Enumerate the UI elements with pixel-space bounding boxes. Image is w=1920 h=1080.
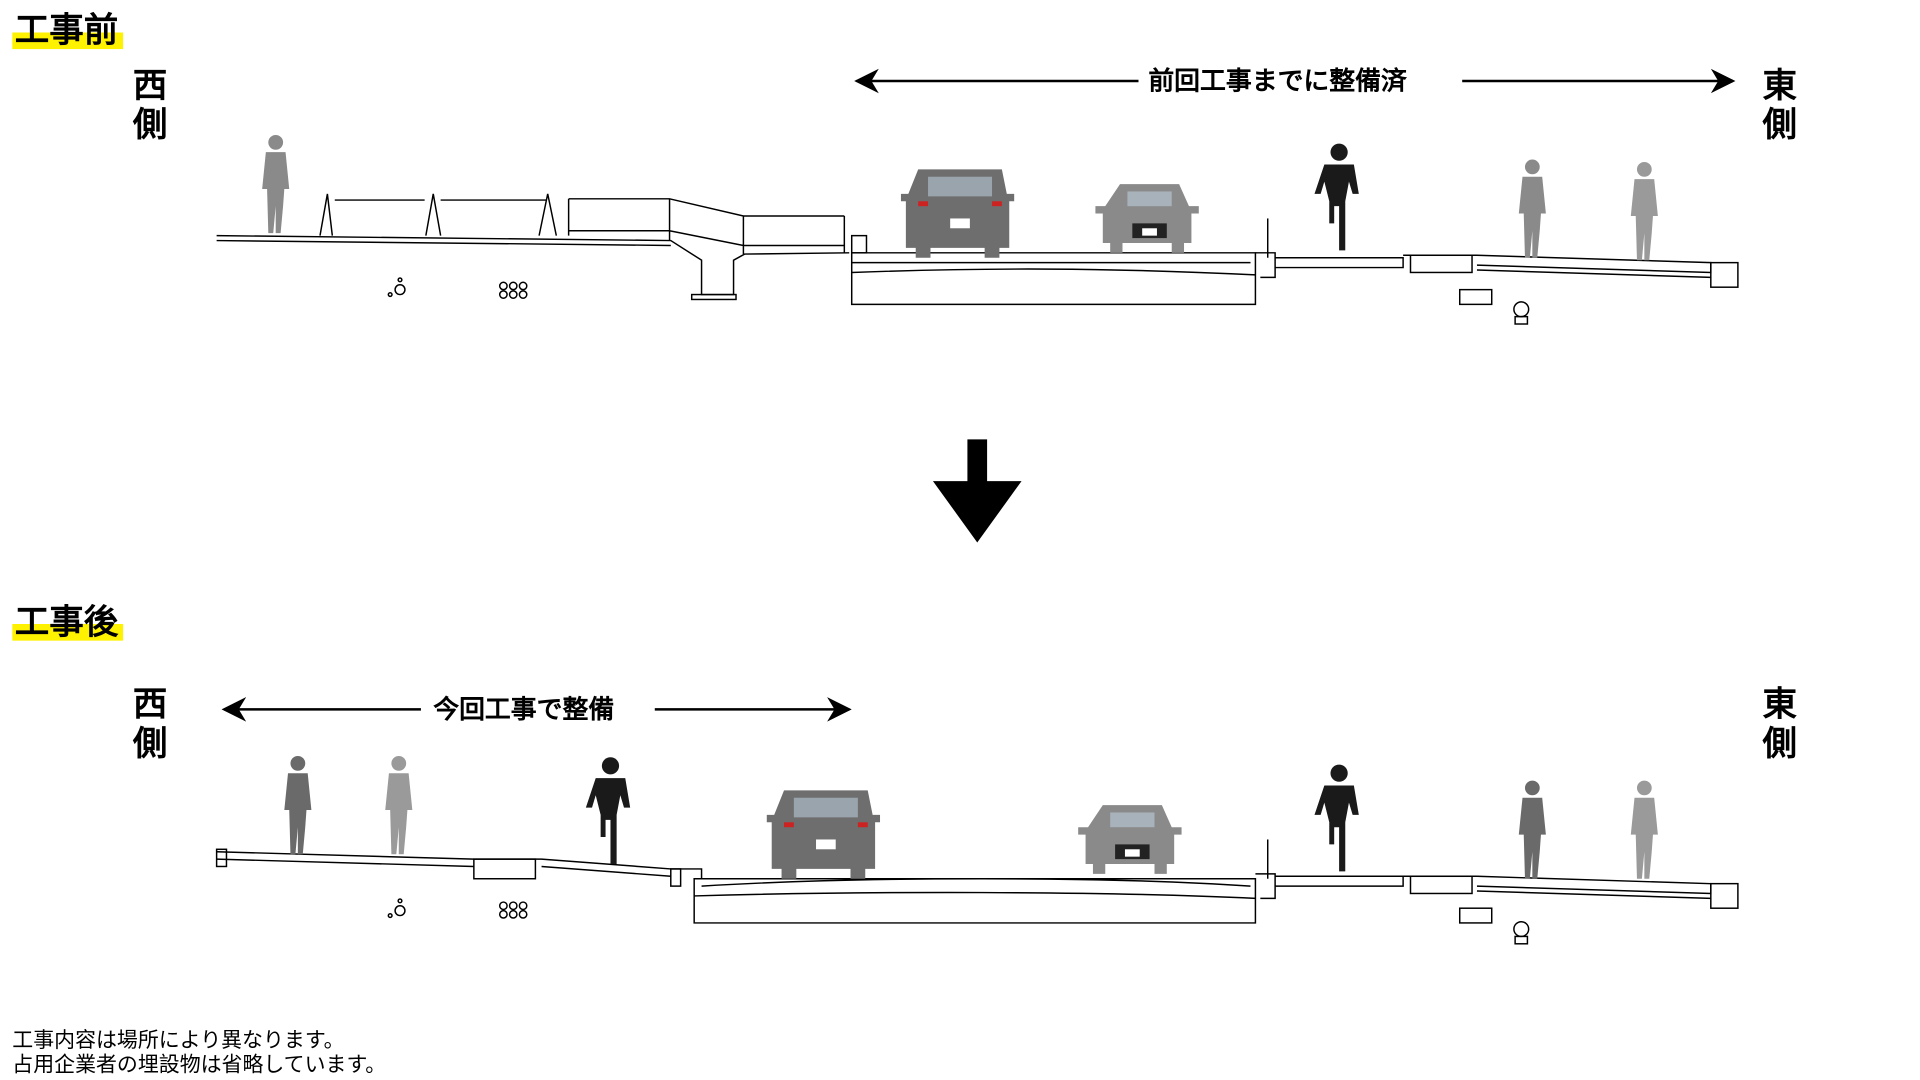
east-label-bottom: 側 xyxy=(1762,104,1797,145)
after-heading: 工事後 xyxy=(12,603,124,641)
west-label-bottom: 側 xyxy=(132,722,168,764)
footnotes: 工事内容は場所により異なります。 占用企業者の埋設物は省略しています。 xyxy=(12,1028,386,1077)
after-figures xyxy=(284,756,1658,879)
after-span-label: 今回工事で整備 xyxy=(425,694,622,725)
before-figures xyxy=(262,135,1658,261)
cyclist-icon xyxy=(1314,764,1359,872)
pedestrian-icon xyxy=(284,756,312,855)
down-arrow-icon xyxy=(932,439,1022,543)
car-icon xyxy=(766,790,881,879)
pedestrian-icon xyxy=(1630,162,1658,261)
pedestrian-icon xyxy=(1630,780,1658,879)
west-label-top: 西 xyxy=(132,683,168,725)
cyclist-icon xyxy=(1314,143,1359,251)
traffic-cones xyxy=(319,193,558,236)
east-label-bottom: 側 xyxy=(1762,722,1797,764)
pedestrian-icon xyxy=(1518,780,1546,879)
pedestrian-icon xyxy=(1518,159,1546,258)
car-icon xyxy=(1095,184,1199,253)
after-section-graphics xyxy=(215,697,1739,945)
west-label-bottom: 側 xyxy=(132,104,168,145)
before-heading: 工事前 xyxy=(12,12,124,50)
pedestrian-icon xyxy=(385,756,413,855)
west-label: 西側 xyxy=(130,683,169,764)
pedestrian-icon xyxy=(262,135,290,234)
east-label: 東側 xyxy=(1760,66,1799,145)
east-label: 東側 xyxy=(1760,683,1799,764)
west-label-top: 西 xyxy=(132,65,168,106)
east-label-top: 東 xyxy=(1762,683,1797,725)
carriageway xyxy=(693,878,1257,924)
carriageway xyxy=(850,252,1257,306)
before-section-graphics xyxy=(216,68,1739,325)
car-icon xyxy=(900,169,1015,258)
west-label: 西側 xyxy=(130,66,169,145)
footnote: 工事内容は場所により異なります。 xyxy=(12,1028,345,1054)
footnote: 占用企業者の埋設物は省略しています。 xyxy=(12,1053,387,1078)
car-icon xyxy=(1078,805,1182,874)
east-label-top: 東 xyxy=(1762,65,1797,106)
new-sidewalk xyxy=(216,851,703,879)
before-span-label: 前回工事までに整備済 xyxy=(1140,66,1415,96)
cyclist-icon xyxy=(585,757,631,865)
